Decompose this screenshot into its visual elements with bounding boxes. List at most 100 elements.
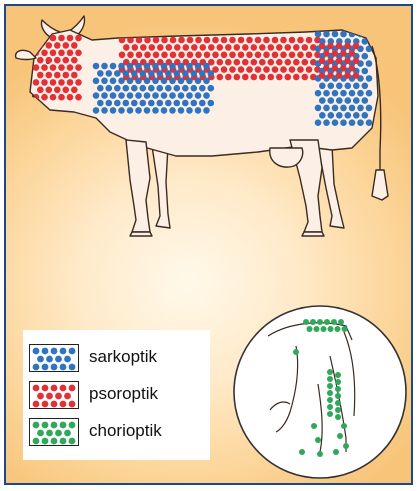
psoroptik-dot	[157, 44, 164, 51]
psoroptik-dot	[33, 64, 40, 71]
sarkoptik-dot	[345, 97, 352, 104]
chorioptik-dot	[335, 407, 341, 413]
psoroptik-dot	[75, 50, 82, 57]
psoroptik-dot	[67, 79, 74, 86]
chorioptik-swatch-dot	[42, 438, 49, 445]
psoroptik-dot	[153, 52, 160, 59]
psoroptik-dot	[238, 52, 245, 59]
sarkoptik-dot	[345, 83, 352, 90]
cow-far-hindleg	[318, 146, 344, 228]
sarkoptik-dot	[366, 90, 373, 97]
sarkoptik-dot	[97, 85, 104, 92]
sarkoptik-dot	[178, 107, 185, 114]
sarkoptik-dot	[97, 70, 104, 77]
psoroptik-dot	[212, 52, 219, 59]
sarkoptik-dot	[93, 107, 100, 114]
sarkoptik-swatch-dot	[37, 356, 44, 363]
psoroptik-dot	[221, 37, 228, 44]
sarkoptik-dot	[340, 105, 347, 112]
psoroptik-dot	[319, 43, 326, 50]
legend-label-chorioptik: chorioptik	[89, 421, 162, 441]
psoroptik-dot	[353, 43, 360, 50]
sarkoptik-swatch	[29, 344, 79, 372]
psoroptik-dot	[46, 57, 53, 64]
chorioptik-dot	[327, 390, 333, 396]
psoroptik-dot	[37, 72, 44, 79]
sarkoptik-dot	[357, 105, 364, 112]
sarkoptik-dot	[208, 70, 215, 77]
sarkoptik-dot	[93, 92, 100, 99]
sarkoptik-dot	[148, 70, 155, 77]
sarkoptik-dot	[161, 78, 168, 85]
cow-hoof	[130, 232, 152, 236]
psoroptik-dot	[306, 66, 313, 73]
psoroptik-dot	[255, 37, 262, 44]
sarkoptik-dot	[123, 70, 130, 77]
sarkoptik-dot	[328, 112, 335, 119]
sarkoptik-dot	[157, 70, 164, 77]
psoroptik-dot	[161, 52, 168, 59]
chorioptik-dot	[327, 369, 333, 375]
psoroptik-swatch-dot	[46, 393, 53, 400]
sarkoptik-dot	[101, 92, 108, 99]
psoroptik-dot	[268, 44, 275, 51]
sarkoptik-dot	[110, 63, 117, 70]
psoroptik-dot	[136, 52, 143, 59]
sarkoptik-dot	[208, 85, 215, 92]
sarkoptik-dot	[174, 100, 181, 107]
psoroptik-dot	[127, 52, 134, 59]
chorioptik-dot	[333, 449, 339, 455]
sarkoptik-dot	[366, 60, 373, 67]
chorioptik-swatch-dot	[69, 422, 76, 429]
sarkoptik-dot	[152, 63, 159, 70]
psoroptik-dot	[178, 37, 185, 44]
psoroptik-swatch-dot	[64, 393, 71, 400]
psoroptik-dot	[251, 59, 258, 66]
psoroptik-swatch-dot	[69, 385, 76, 392]
sarkoptik-swatch-dot	[42, 348, 49, 355]
sarkoptik-dot	[208, 100, 215, 107]
sarkoptik-dot	[152, 107, 159, 114]
psoroptik-dot	[37, 87, 44, 94]
psoroptik-dot	[353, 58, 360, 65]
psoroptik-dot	[349, 65, 356, 72]
legend-label-sarkoptik: sarkoptik	[89, 347, 157, 367]
legend-label-psoroptik: psoroptik	[89, 384, 158, 404]
psoroptik-dot	[344, 72, 351, 79]
psoroptik-dot	[71, 72, 78, 79]
psoroptik-dot	[251, 44, 258, 51]
sarkoptik-dot	[186, 107, 193, 114]
sarkoptik-dot	[362, 97, 369, 104]
cow-udder	[270, 148, 303, 167]
psoroptik-dot	[75, 35, 82, 42]
sarkoptik-swatch-dot	[55, 356, 62, 363]
sarkoptik-swatch-dot	[69, 364, 76, 371]
sarkoptik-dot	[110, 107, 117, 114]
psoroptik-dot	[242, 44, 249, 51]
psoroptik-dot	[149, 44, 156, 51]
legend-item-sarkoptik: sarkoptik	[29, 344, 209, 374]
sarkoptik-dot	[362, 68, 369, 75]
sarkoptik-dot	[345, 112, 352, 119]
sarkoptik-dot	[362, 112, 369, 119]
psoroptik-dot	[217, 44, 224, 51]
sarkoptik-dot	[144, 107, 151, 114]
psoroptik-dot	[54, 42, 61, 49]
psoroptik-dot	[225, 74, 232, 81]
psoroptik-swatch-dot	[60, 385, 67, 392]
psoroptik-dot	[204, 37, 211, 44]
psoroptik-dot	[285, 74, 292, 81]
psoroptik-dot	[54, 72, 61, 79]
psoroptik-dot	[187, 52, 194, 59]
sarkoptik-swatch-dot	[64, 356, 71, 363]
sarkoptik-dot	[148, 100, 155, 107]
sarkoptik-dot	[336, 83, 343, 90]
sarkoptik-dot	[135, 78, 142, 85]
psoroptik-swatch-dots	[30, 382, 80, 410]
psoroptik-dot	[319, 72, 326, 79]
sarkoptik-dot	[148, 85, 155, 92]
psoroptik-dot	[280, 66, 287, 73]
psoroptik-dot	[54, 87, 61, 94]
psoroptik-dot	[41, 94, 48, 101]
psoroptik-dot	[263, 52, 270, 59]
